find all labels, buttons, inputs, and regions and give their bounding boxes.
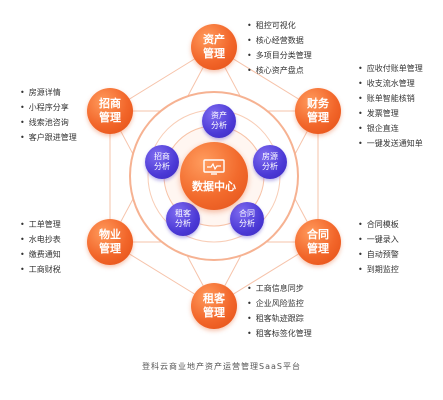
- asset-node-line1: 资产: [203, 33, 225, 46]
- property-management-node[interactable]: 物业 管理: [87, 219, 133, 265]
- list-item: 账单智能核销: [358, 91, 423, 106]
- list-item: 自动预警: [358, 247, 399, 262]
- invest-node-line1: 招商: [99, 97, 121, 110]
- asset-node-line2: 管理: [203, 47, 225, 60]
- asset-analysis-line1: 资产: [211, 111, 227, 120]
- finance-node-line2: 管理: [307, 111, 329, 124]
- investment-analysis-node[interactable]: 招商 分析: [145, 145, 179, 179]
- contract-node-line2: 管理: [307, 242, 329, 255]
- list-item: 工商财税: [20, 262, 61, 277]
- list-item: 应收付账单管理: [358, 61, 423, 76]
- finance-management-node[interactable]: 财务 管理: [295, 88, 341, 134]
- finance-node-line1: 财务: [307, 97, 329, 110]
- invest-analysis-line2: 分析: [154, 162, 170, 171]
- list-item: 核心资产盘点: [247, 63, 312, 78]
- contract-node-line1: 合同: [307, 228, 329, 241]
- housing-analysis-line2: 分析: [262, 162, 278, 171]
- diagram-caption: 登科云商业地产资产运营管理SaaS平台: [142, 362, 301, 371]
- list-item: 多项目分类管理: [247, 48, 312, 63]
- list-item: 线索池咨询: [20, 115, 77, 130]
- list-item: 企业风险监控: [247, 296, 312, 311]
- list-item: 小程序分享: [20, 100, 77, 115]
- housing-analysis-line1: 房源: [262, 152, 278, 161]
- tenant-analysis-node[interactable]: 租客 分析: [166, 202, 200, 236]
- property-node-line2: 管理: [99, 242, 121, 255]
- property-node-line1: 物业: [99, 228, 121, 241]
- tenant-node-line1: 租客: [203, 292, 225, 305]
- monitor-icon: [203, 158, 225, 175]
- tenant-management-node[interactable]: 租客 管理: [191, 283, 237, 329]
- tenant-node-line2: 管理: [203, 306, 225, 319]
- property-feature-list: 工单管理 水电抄表 缴费通知 工商财税: [20, 217, 61, 277]
- list-item: 一键发送通知单: [358, 136, 423, 151]
- list-item: 租客轨迹跟踪: [247, 311, 312, 326]
- list-item: 核心经营数据: [247, 33, 312, 48]
- invest-node-line2: 管理: [99, 111, 121, 124]
- list-item: 收支流水管理: [358, 76, 423, 91]
- contract-analysis-line2: 分析: [239, 219, 255, 228]
- investment-management-node[interactable]: 招商 管理: [87, 88, 133, 134]
- list-item: 租控可视化: [247, 18, 312, 33]
- list-item: 水电抄表: [20, 232, 61, 247]
- contract-feature-list: 合同模板 一键录入 自动预警 到期监控: [358, 217, 399, 277]
- asset-analysis-node[interactable]: 资产 分析: [202, 104, 236, 138]
- tenant-analysis-line2: 分析: [175, 219, 191, 228]
- list-item: 发票管理: [358, 106, 423, 121]
- asset-feature-list: 租控可视化 核心经营数据 多项目分类管理 核心资产盘点: [247, 18, 312, 78]
- list-item: 银企直连: [358, 121, 423, 136]
- housing-analysis-node[interactable]: 房源 分析: [253, 145, 287, 179]
- list-item: 工商信息同步: [247, 281, 312, 296]
- tenant-feature-list: 工商信息同步 企业风险监控 租客轨迹跟踪 租客标签化管理: [247, 281, 312, 341]
- list-item: 工单管理: [20, 217, 61, 232]
- contract-analysis-node[interactable]: 合同 分析: [230, 202, 264, 236]
- list-item: 缴费通知: [20, 247, 61, 262]
- asset-management-node[interactable]: 资产 管理: [191, 24, 237, 70]
- asset-analysis-line2: 分析: [211, 121, 227, 130]
- finance-feature-list: 应收付账单管理 收支流水管理 账单智能核销 发票管理 银企直连 一键发送通知单: [358, 61, 423, 151]
- data-center-title: 数据中心: [192, 179, 236, 193]
- list-item: 租客标签化管理: [247, 326, 312, 341]
- list-item: 房源详情: [20, 85, 77, 100]
- list-item: 客户跟进管理: [20, 130, 77, 145]
- contract-analysis-line1: 合同: [239, 209, 255, 218]
- list-item: 到期监控: [358, 262, 399, 277]
- contract-management-node[interactable]: 合同 管理: [295, 219, 341, 265]
- list-item: 合同模板: [358, 217, 399, 232]
- invest-analysis-line1: 招商: [154, 152, 170, 161]
- tenant-analysis-line1: 租客: [175, 209, 191, 218]
- list-item: 一键录入: [358, 232, 399, 247]
- investment-feature-list: 房源详情 小程序分享 线索池咨询 客户跟进管理: [20, 85, 77, 145]
- data-center-hub[interactable]: 数据中心: [180, 142, 248, 210]
